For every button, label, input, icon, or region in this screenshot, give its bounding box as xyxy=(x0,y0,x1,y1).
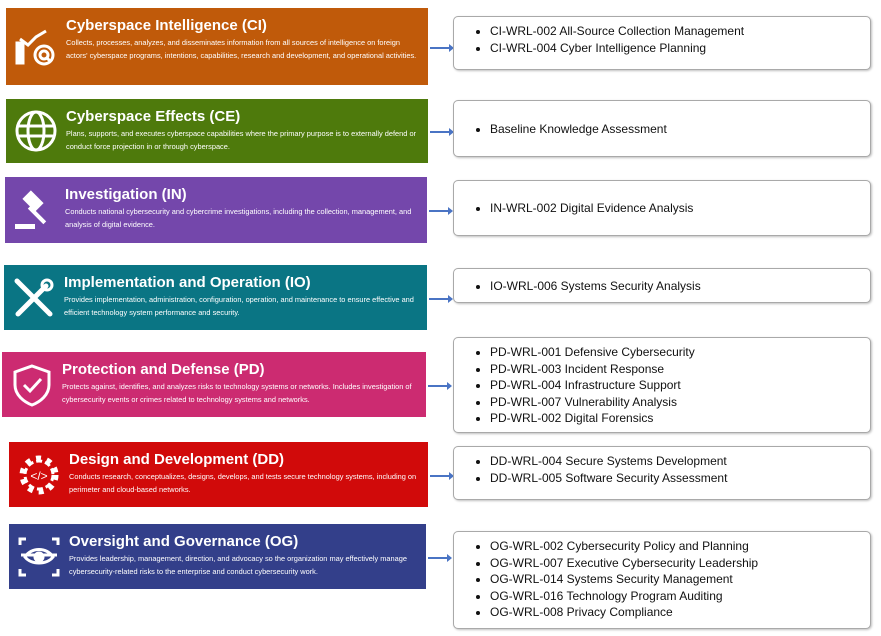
work-role-item: CI-WRL-002 All-Source Collection Managem… xyxy=(490,23,870,40)
category-card: Cyberspace Effects (CE) Plans, supports, … xyxy=(6,99,428,163)
work-role-item: IO-WRL-006 Systems Security Analysis xyxy=(490,278,870,295)
category-card: </> Design and Development (DD) Conducts r… xyxy=(9,442,428,507)
work-roles-box: DD-WRL-004 Secure Systems DevelopmentDD-… xyxy=(453,446,871,500)
category-description: Collects, processes, analyzes, and disse… xyxy=(66,38,417,60)
work-roles-box: OG-WRL-002 Cybersecurity Policy and Plan… xyxy=(453,531,871,629)
category-title: Cyberspace Intelligence (CI) xyxy=(66,17,267,34)
work-role-item: PD-WRL-001 Defensive Cybersecurity xyxy=(490,344,870,361)
work-role-item: IN-WRL-002 Digital Evidence Analysis xyxy=(490,200,870,217)
analytics-search-icon xyxy=(14,25,58,69)
work-roles-box: Baseline Knowledge Assessment xyxy=(453,100,871,157)
category-title: Design and Development (DD) xyxy=(69,451,285,468)
shield-check-icon xyxy=(10,363,54,407)
category-description: Conducts research, conceptualizes, desig… xyxy=(69,472,417,494)
category-title: Implementation and Operation (IO) xyxy=(64,274,311,291)
category-title: Protection and Defense (PD) xyxy=(62,361,265,378)
work-roles-box: IN-WRL-002 Digital Evidence Analysis xyxy=(453,180,871,236)
category-description: Provides implementation, administration,… xyxy=(64,295,414,317)
work-role-item: DD-WRL-005 Software Security Assessment xyxy=(490,470,870,487)
work-role-item: PD-WRL-002 Digital Forensics xyxy=(490,410,870,427)
work-role-item: OG-WRL-007 Executive Cybersecurity Leade… xyxy=(490,555,870,572)
globe-icon xyxy=(14,109,58,153)
work-role-item: OG-WRL-016 Technology Program Auditing xyxy=(490,588,870,605)
category-card: Oversight and Governance (OG) Provides le… xyxy=(9,524,426,589)
arrow-connector xyxy=(428,553,452,562)
arrow-connector xyxy=(429,294,453,303)
arrow-connector xyxy=(430,43,454,52)
work-role-item: PD-WRL-004 Infrastructure Support xyxy=(490,377,870,394)
category-title: Investigation (IN) xyxy=(65,186,187,203)
gavel-icon xyxy=(13,188,57,232)
arrow-connector xyxy=(430,471,454,480)
work-role-item: PD-WRL-007 Vulnerability Analysis xyxy=(490,394,870,411)
work-role-item: Baseline Knowledge Assessment xyxy=(490,121,870,138)
arrow-connector xyxy=(428,381,452,390)
category-description: Provides leadership, management, directi… xyxy=(69,554,407,576)
work-roles-box: CI-WRL-002 All-Source Collection Managem… xyxy=(453,16,871,70)
category-card: Investigation (IN) Conducts national cybe… xyxy=(5,177,427,243)
category-description: Conducts national cybersecurity and cybe… xyxy=(65,207,412,229)
work-role-item: OG-WRL-008 Privacy Compliance xyxy=(490,604,870,621)
work-role-item: OG-WRL-002 Cybersecurity Policy and Plan… xyxy=(490,538,870,555)
work-role-item: DD-WRL-004 Secure Systems Development xyxy=(490,453,870,470)
category-description: Protects against, identifies, and analyz… xyxy=(62,382,412,404)
work-roles-box: PD-WRL-001 Defensive CybersecurityPD-WRL… xyxy=(453,337,871,433)
work-role-item: CI-WRL-004 Cyber Intelligence Planning xyxy=(490,40,870,57)
work-role-item: OG-WRL-014 Systems Security Management xyxy=(490,571,870,588)
category-card: Cyberspace Intelligence (CI) Collects, pr… xyxy=(6,8,428,85)
work-roles-box: IO-WRL-006 Systems Security Analysis xyxy=(453,268,871,303)
category-description: Plans, supports, and executes cyberspace… xyxy=(66,129,417,151)
work-role-item: PD-WRL-003 Incident Response xyxy=(490,361,870,378)
gear-code-icon: </> xyxy=(17,453,61,497)
category-title: Cyberspace Effects (CE) xyxy=(66,108,241,125)
eye-focus-icon xyxy=(17,535,61,579)
arrow-connector xyxy=(429,207,453,215)
arrow-connector xyxy=(430,128,454,136)
category-card: Protection and Defense (PD) Protects agai… xyxy=(2,352,426,417)
svg-text:</>: </> xyxy=(30,469,47,483)
category-title: Oversight and Governance (OG) xyxy=(69,533,299,550)
category-card: Implementation and Operation (IO) Provide… xyxy=(4,265,427,330)
tools-icon xyxy=(12,276,56,320)
